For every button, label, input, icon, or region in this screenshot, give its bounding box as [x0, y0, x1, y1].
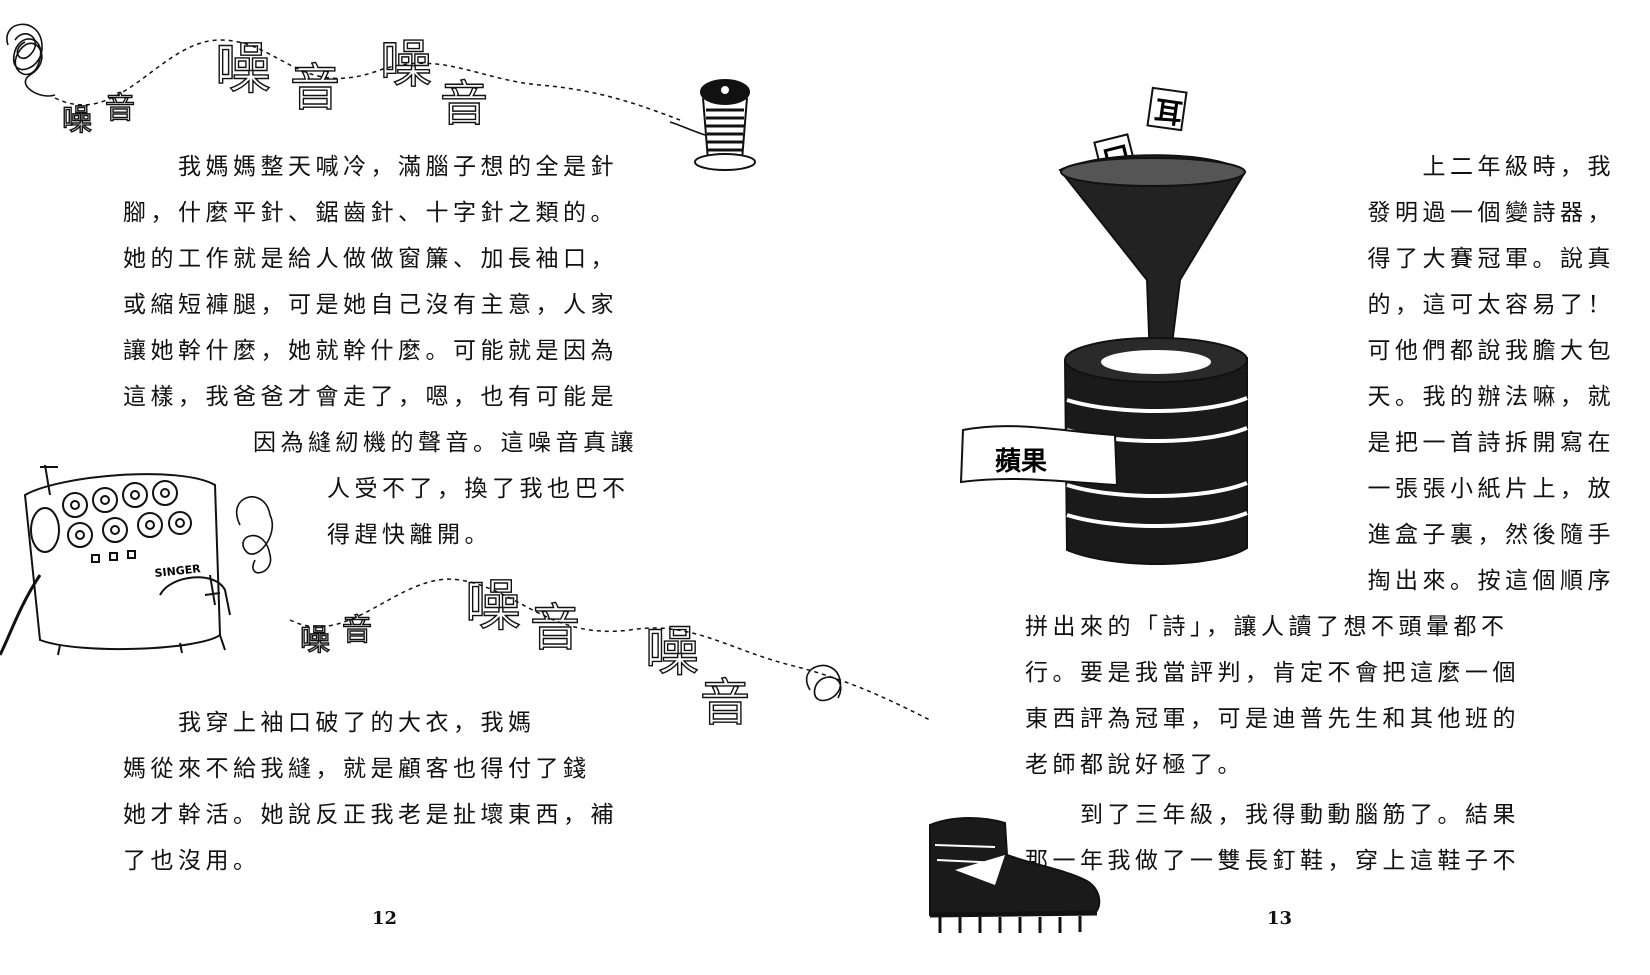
scribble-ball-icon — [6, 23, 56, 97]
page-number: 13 — [1267, 908, 1293, 929]
text-line: 這樣，我爸爸才會走了，嗯，也有可能是 — [123, 384, 618, 410]
paragraph-2: 我穿上袖口破了的大衣，我媽 媽從來不給我縫，就是顧客也得付了錢 她才幹活。她說反… — [123, 700, 618, 884]
text-line: 東西評為冠軍，可是迪普先生和其他班的 — [1025, 706, 1520, 732]
text-line: 或縮短褲腿，可是她自己沒有主意，人家 — [123, 292, 618, 318]
noise-char: 噪 — [215, 37, 271, 102]
noise-char: 噪 — [380, 35, 432, 95]
text-line: 掏出來。按這個順序 — [1367, 568, 1615, 594]
text-line: 她才幹活。她說反正我老是扯壞東西，補 — [123, 802, 618, 828]
tin-can-icon — [1063, 337, 1248, 565]
noise-banner-middle: 噪 音 噪 音 噪 音 — [289, 573, 931, 733]
paragraph-2: 到了三年級，我得動動腦筋了。結果 那一年我做了一雙長釘鞋，穿上這鞋子不 — [1025, 792, 1520, 884]
spiked-boot-illustration — [929, 817, 1101, 933]
boot-spike-icon — [938, 916, 1082, 933]
text-line: 讓她幹什麼，她就幹什麼。可能就是因為 — [123, 338, 618, 364]
text-line: 一張張小紙片上，放 — [1367, 476, 1615, 502]
paragraph-1: 我媽媽整天喊冷，滿腦子想的全是針 腳，什麼平針、鋸齒針、十字針之類的。 她的工作… — [123, 144, 618, 420]
text-line: 媽從來不給我縫，就是顧客也得付了錢 — [123, 756, 591, 782]
text-line: 到了三年級，我得動動腦筋了。結果 — [1025, 802, 1520, 828]
paragraph-1-indented-2: 人受不了，換了我也巴不 得趕快離開。 — [327, 466, 630, 558]
noise-char: 音 — [290, 59, 340, 117]
text-line: 了也沒用。 — [123, 848, 261, 874]
noise-char: 音 — [342, 613, 372, 648]
noise-char: 音 — [700, 674, 750, 732]
page-number: 12 — [372, 908, 398, 929]
text-line: 我穿上袖口破了的大衣，我媽 — [123, 710, 536, 736]
text-line: 上二年級時，我 — [1422, 154, 1615, 180]
poem-machine-illustration: 耳 口 蘋果 — [959, 86, 1248, 565]
text-line: 行。要是我當評判，肯定不會把這麼一個 — [1025, 660, 1520, 686]
text-line: 那一年我做了一雙長釘鞋，穿上這鞋子不 — [1025, 848, 1520, 874]
text-line: 因為縫紉機的聲音。這噪音真讓 — [253, 430, 638, 456]
noise-char: 音 — [530, 599, 580, 657]
text-line: 她的工作就是給人做做窗簾、加長袖口， — [123, 246, 618, 272]
machine-brand-label: SINGER — [154, 562, 202, 580]
left-page: 噪 音 噪 音 噪 音 我媽媽整天喊冷，滿腦子想的全是針 腳，什麼平針、鋸齒針、… — [0, 23, 931, 929]
text-line: 我媽媽整天喊冷，滿腦子想的全是針 — [123, 154, 618, 180]
noise-char: 噪 — [62, 103, 92, 138]
dashed-thread — [54, 39, 681, 121]
thread-spool-icon — [669, 79, 756, 171]
text-line: 是把一首詩拆開寫在 — [1367, 430, 1615, 456]
text-line: 腳，什麼平針、鋸齒針、十字針之類的。 — [123, 200, 618, 226]
noise-char: 音 — [440, 76, 488, 132]
scribble-ball-icon — [806, 664, 842, 702]
text-line: 發明過一個變詩器， — [1367, 200, 1615, 226]
noise-char: 噪 — [300, 623, 330, 658]
text-line: 得趕快離開。 — [327, 522, 492, 548]
text-line: 的，這可太容易了！ — [1367, 292, 1615, 318]
noise-banner-top: 噪 音 噪 音 噪 音 — [6, 23, 756, 171]
noise-char: 噪 — [465, 574, 521, 639]
label-banner-icon — [959, 425, 1119, 487]
text-line: 人受不了，換了我也巴不 — [327, 476, 630, 502]
paragraph-1-indented: 因為縫紉機的聲音。這噪音真讓 — [253, 420, 638, 466]
text-line: 得了大賽冠軍。說真 — [1367, 246, 1615, 272]
text-line: 老師都說好極了。 — [1025, 752, 1245, 778]
paragraph-1-narrow: 上二年級時，我 發明過一個變詩器， 得了大賽冠軍。說真 的，這可太容易了！ 可他… — [1295, 144, 1615, 604]
paragraph-1-wide: 拼出來的「詩」，讓人讀了想不頭暈都不 行。要是我當評判，肯定不會把這麼一個 東西… — [1025, 604, 1520, 788]
text-line: 天。我的辦法嘛，就 — [1367, 384, 1615, 410]
noise-char: 噪 — [645, 620, 699, 683]
funnel-letter: 耳 — [1152, 94, 1184, 131]
sewing-machine-illustration: SINGER — [0, 464, 273, 656]
noise-char: 音 — [105, 91, 135, 126]
text-line: 拼出來的「詩」，讓人讀了想不頭暈都不 — [1025, 614, 1509, 640]
text-line: 可他們都說我膽大包 — [1367, 338, 1615, 364]
right-page: 耳 口 蘋果 上二年級時，我 發明過一個變詩器， 得了大賽冠軍。說真 的，這可太… — [825, 0, 1650, 975]
text-line: 進盒子裏，然後隨手 — [1367, 522, 1615, 548]
can-label: 蘋果 — [995, 447, 1047, 477]
